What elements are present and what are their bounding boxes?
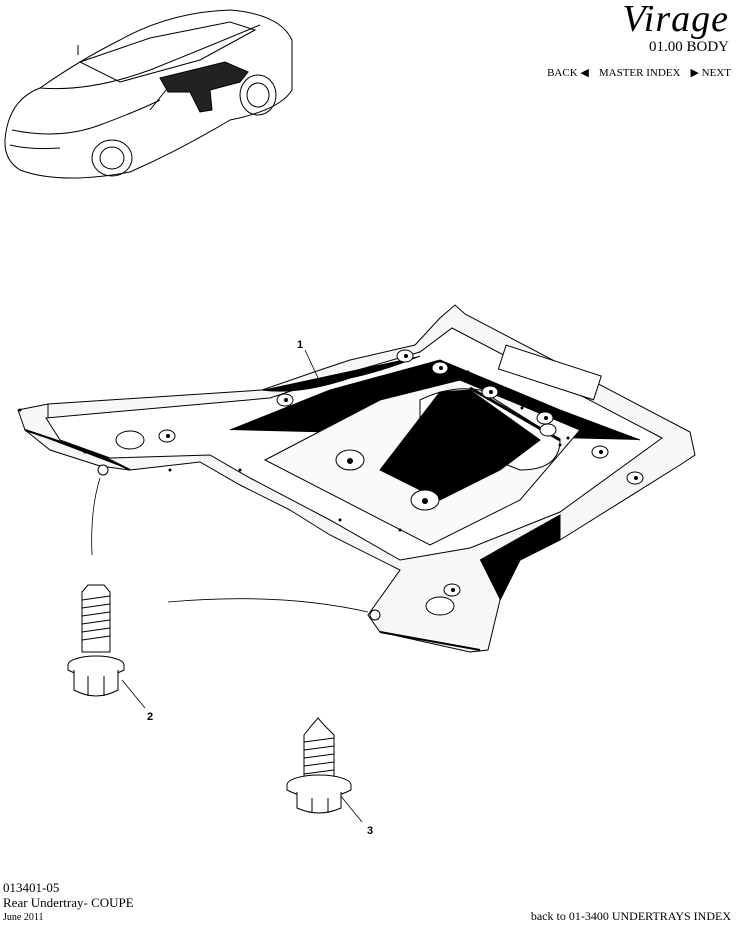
part-code: 013401-05 [3, 880, 60, 895]
nav-bar: BACK ◀ MASTER INDEX ▶ NEXT [547, 66, 731, 80]
brand-logo: Virage [622, 0, 729, 40]
rear-undertray-panel [17, 304, 696, 653]
back-link[interactable]: BACK ◀ [547, 66, 589, 79]
bolt-3 [286, 717, 352, 814]
bolt-2 [67, 584, 125, 697]
car-thumbnail [4, 9, 293, 179]
next-label: NEXT [701, 67, 731, 79]
next-link[interactable]: ▶ NEXT [690, 66, 731, 79]
section-title: 01.00 BODY [648, 39, 729, 55]
callout-2: 2 [147, 711, 153, 723]
diagram-title: Rear Undertray- COUPE [3, 895, 134, 910]
diagram-date: June 2011 [3, 912, 44, 923]
leader-lines [91, 349, 369, 823]
back-arrow-icon: ◀ [580, 67, 589, 79]
back-label: BACK [547, 67, 578, 79]
callout-1: 1 [297, 339, 303, 351]
next-arrow-icon: ▶ [690, 67, 699, 79]
back-to-index-link[interactable]: back to 01-3400 UNDERTRAYS INDEX [530, 909, 731, 923]
master-index-link[interactable]: MASTER INDEX [598, 66, 681, 79]
callout-3: 3 [367, 825, 373, 837]
